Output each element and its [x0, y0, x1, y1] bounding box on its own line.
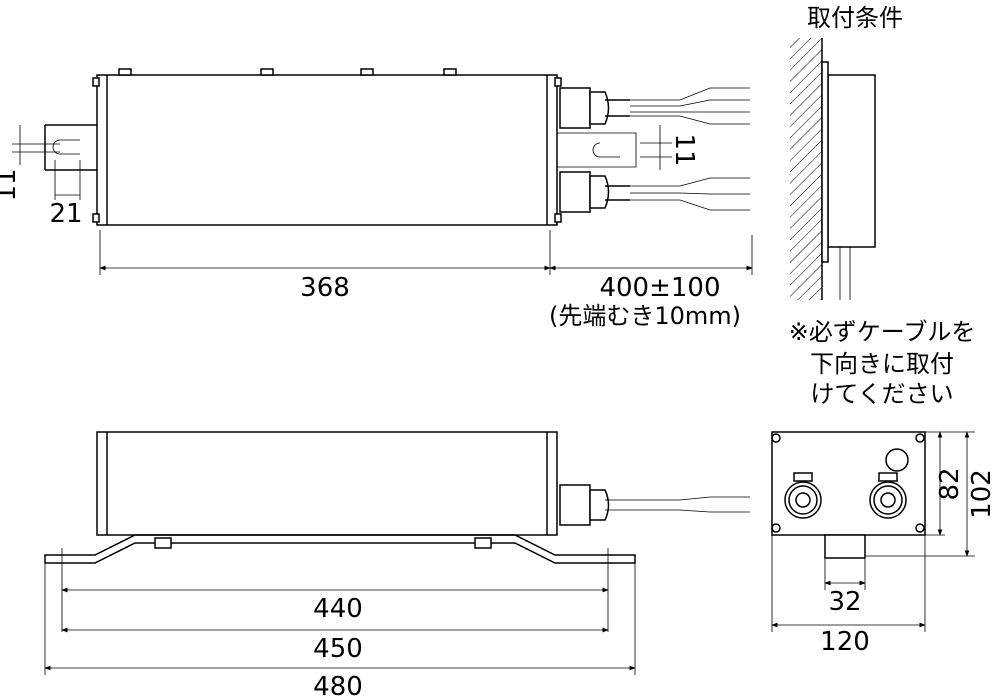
- enclosure-front: [96, 431, 558, 536]
- dim-82: 82: [935, 467, 965, 500]
- cable-gland-front: [559, 484, 750, 526]
- mounting-condition-view: 取付条件 ※必ずケーブルを 下向きに取付 けてください: [789, 4, 976, 408]
- enclosure-side: [827, 74, 876, 248]
- dim-32: 32: [828, 587, 861, 617]
- enclosure-top: [96, 74, 558, 226]
- cable-down: [839, 247, 851, 300]
- top-tabs: [92, 68, 562, 223]
- note-line-1: ※必ずケーブルを: [789, 318, 976, 346]
- cable-gland-lower: [559, 171, 750, 213]
- dim-440: 440: [313, 594, 363, 624]
- dim-slot-width-left: 11: [0, 168, 22, 201]
- wall-hatch: [790, 38, 822, 300]
- connector-right: [869, 472, 907, 519]
- dim-slot-offset: 21: [49, 199, 82, 229]
- dim-slot-width-right: 11: [669, 133, 699, 166]
- dim-480: 480: [313, 672, 363, 700]
- front-view: 440 450 480: [44, 431, 750, 700]
- note-line-3: けてください: [810, 380, 953, 408]
- dim-120: 120: [820, 627, 870, 657]
- top-view: 11 21 11 368 400±100 (先端むき10mm): [0, 68, 753, 330]
- note-line-2: 下向きに取付: [810, 350, 954, 378]
- dim-102: 102: [967, 469, 997, 519]
- mounting-bracket-right: [557, 132, 637, 168]
- mounting-slot-left: [52, 139, 80, 155]
- cable-strip-note: (先端むき10mm): [549, 302, 741, 330]
- dim-top-length: 368: [300, 273, 350, 303]
- mounting-condition-title: 取付条件: [807, 4, 903, 32]
- connector-left: [784, 472, 822, 519]
- dim-450: 450: [313, 634, 363, 664]
- cable-gland-upper: [559, 87, 750, 129]
- mounting-plate: [44, 534, 636, 564]
- end-view: 82 102 32 120: [771, 431, 997, 657]
- dim-cable-length: 400±100: [599, 273, 720, 303]
- bottom-gland: [824, 534, 866, 559]
- vent-plug: [885, 448, 909, 472]
- mounting-bracket-left: [44, 124, 97, 171]
